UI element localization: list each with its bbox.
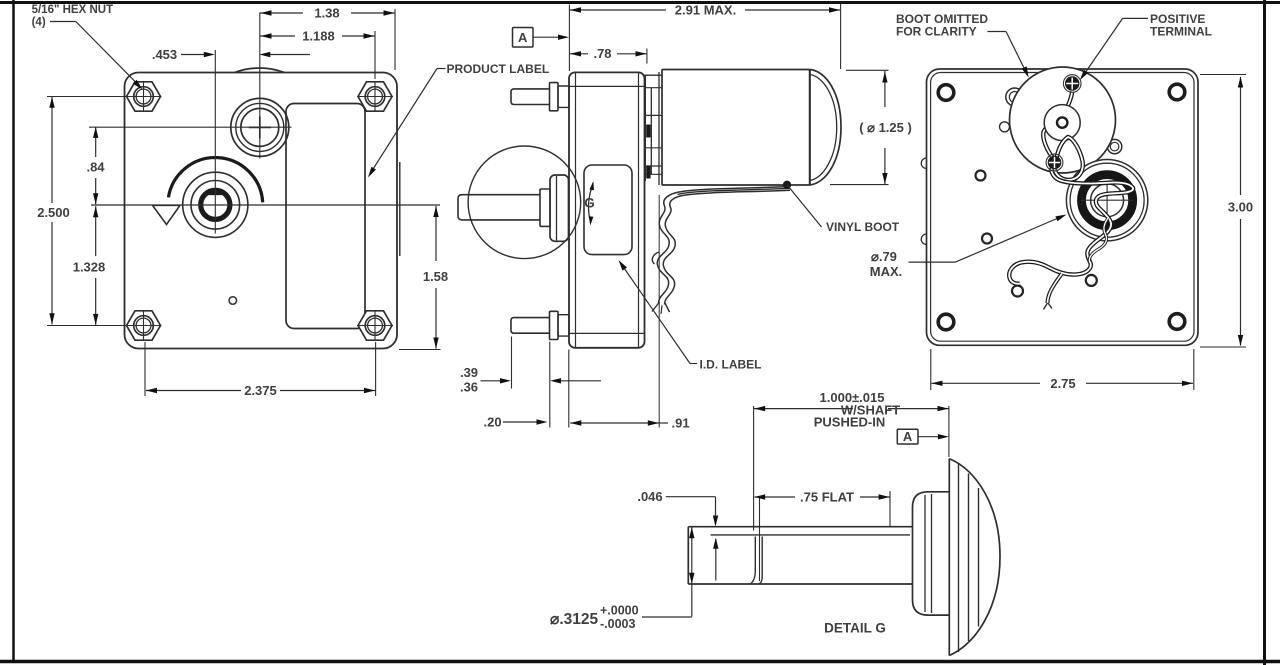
svg-text:2.91 MAX.: 2.91 MAX. xyxy=(675,2,736,17)
svg-text:.39: .39 xyxy=(460,365,478,380)
svg-text:POSITIVE: POSITIVE xyxy=(1150,12,1205,26)
svg-text:.36: .36 xyxy=(460,380,478,395)
svg-text:VINYL BOOT: VINYL BOOT xyxy=(826,220,900,234)
svg-text:1.38: 1.38 xyxy=(314,5,339,20)
svg-text:1.328: 1.328 xyxy=(73,260,106,275)
svg-text:2.375: 2.375 xyxy=(244,383,277,398)
svg-text:.75 FLAT: .75 FLAT xyxy=(800,489,854,504)
svg-text:1.000±.015: 1.000±.015 xyxy=(820,390,885,405)
svg-text:.20: .20 xyxy=(484,414,502,429)
svg-text:.84: .84 xyxy=(86,160,105,175)
svg-text:+.0000: +.0000 xyxy=(600,604,639,618)
svg-text:TERMINAL: TERMINAL xyxy=(1150,25,1212,39)
svg-text:1.58: 1.58 xyxy=(423,269,448,284)
svg-text:.046: .046 xyxy=(637,489,662,504)
svg-text:3.00: 3.00 xyxy=(1228,200,1253,215)
svg-text:.91: .91 xyxy=(672,416,690,431)
svg-text:MAX.: MAX. xyxy=(870,264,903,279)
svg-text:PUSHED-IN: PUSHED-IN xyxy=(814,415,886,430)
svg-text:5/16" HEX NUT: 5/16" HEX NUT xyxy=(32,4,114,16)
svg-text:.78: .78 xyxy=(593,46,611,61)
svg-text:1.188: 1.188 xyxy=(302,28,335,43)
svg-text:W/SHAFT: W/SHAFT xyxy=(841,403,900,418)
svg-text:PRODUCT LABEL: PRODUCT LABEL xyxy=(447,62,550,76)
svg-text:⌀.79: ⌀.79 xyxy=(871,249,897,264)
svg-text:A: A xyxy=(903,429,913,444)
svg-text:I.D. LABEL: I.D. LABEL xyxy=(700,358,762,372)
svg-text:(4): (4) xyxy=(32,16,46,28)
svg-text:G: G xyxy=(584,196,595,211)
svg-text:⌀.3125: ⌀.3125 xyxy=(550,611,598,628)
svg-text:A: A xyxy=(518,30,528,45)
svg-text:BOOT OMITTED: BOOT OMITTED xyxy=(896,12,988,26)
svg-text:( ⌀ 1.25 ): ( ⌀ 1.25 ) xyxy=(859,120,912,135)
svg-text:DETAIL G: DETAIL G xyxy=(824,621,886,636)
svg-text:-.0003: -.0003 xyxy=(600,617,635,631)
svg-text:FOR CLARITY: FOR CLARITY xyxy=(896,25,977,39)
svg-text:.453: .453 xyxy=(152,47,177,62)
svg-text:2.500: 2.500 xyxy=(37,205,70,220)
svg-text:2.75: 2.75 xyxy=(1050,376,1075,391)
